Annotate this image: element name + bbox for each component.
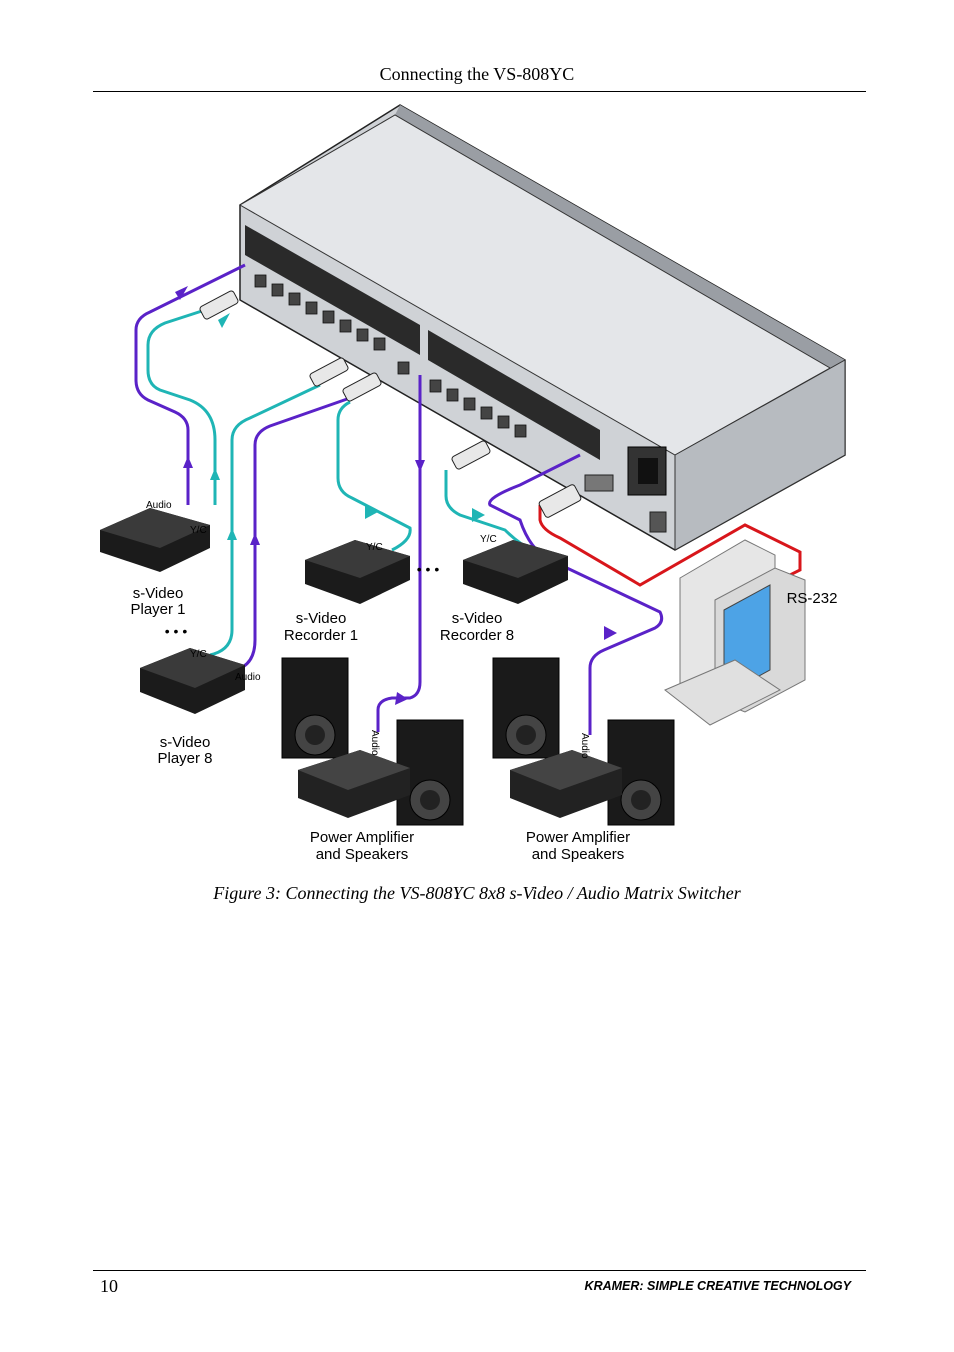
label-amp2-audio: Audio <box>579 733 590 759</box>
video-cable-rec1 <box>336 400 412 552</box>
label-player8-audio: Audio <box>235 672 261 683</box>
page-number: 10 <box>100 1276 118 1296</box>
footer-brand: KRAMER: SIMPLE CREATIVE TECHNOLOGY <box>584 1279 851 1293</box>
video-cable-player1 <box>146 308 217 505</box>
label-rec1-name-2: Recorder 1 <box>284 627 358 644</box>
label-amp1-name-2: and Speakers <box>316 846 409 863</box>
label-rec8-name: s-Video <box>452 610 503 627</box>
label-rec8-yc: Y/C <box>480 534 497 545</box>
label-player1-yc: Y/C <box>190 525 207 536</box>
header-rule <box>93 91 866 92</box>
cables <box>134 263 802 735</box>
connection-diagram: Audio Y/C Y/C Audio Y/C Y/C Audio Audio … <box>100 104 846 863</box>
s-video-player-1 <box>100 508 210 572</box>
label-player8-name-2: Player 8 <box>157 750 212 767</box>
page-header: Connecting the VS-808YC <box>379 64 575 84</box>
label-player8-name: s-Video <box>160 734 211 751</box>
rs232-cable <box>538 505 802 587</box>
s-video-recorder-1 <box>305 540 410 604</box>
audio-cable-player1 <box>134 263 246 505</box>
video-cable-player8 <box>209 383 321 657</box>
power-amplifier-speakers-1 <box>281 657 464 826</box>
ellipsis-recorders: • • • <box>417 561 440 577</box>
audio-cable-player8 <box>234 396 351 672</box>
pc-computer <box>664 539 806 726</box>
figure-caption: Figure 3: Connecting the VS-808YC 8x8 s-… <box>213 883 741 903</box>
label-rec8-name-2: Recorder 8 <box>440 627 514 644</box>
label-rec1-yc: Y/C <box>366 542 383 553</box>
label-player1-name-2: Player 1 <box>130 601 185 618</box>
audio-cable-amp2 <box>488 453 664 735</box>
footer-rule <box>93 1270 866 1271</box>
label-amp2-name-2: and Speakers <box>532 846 625 863</box>
label-rec1-name: s-Video <box>296 610 347 627</box>
s-video-recorder-8 <box>463 540 568 604</box>
label-amp1-audio: Audio <box>369 730 380 756</box>
label-amp2-name: Power Amplifier <box>526 829 630 846</box>
label-rs232: RS-232 <box>787 590 838 607</box>
s-video-player-8 <box>140 648 245 714</box>
label-player8-yc: Y/C <box>190 649 207 660</box>
ellipsis-players: • • • <box>165 623 188 639</box>
label-player1-audio: Audio <box>146 500 172 511</box>
label-player1-name: s-Video <box>133 585 184 602</box>
vs-808yc-switcher <box>239 104 846 551</box>
power-amplifier-speakers-2 <box>492 657 675 826</box>
label-amp1-name: Power Amplifier <box>310 829 414 846</box>
